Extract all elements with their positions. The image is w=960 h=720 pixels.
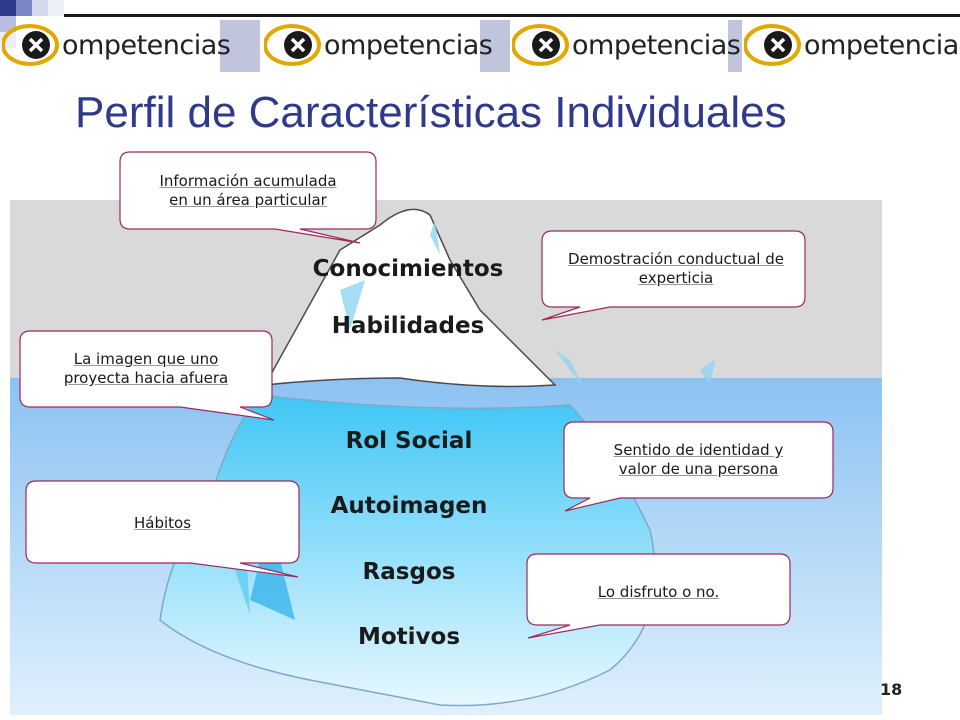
corner-decoration <box>0 0 960 72</box>
brand-wordmark: ompetencias <box>572 30 741 61</box>
label-motivos: Motivos <box>357 624 461 650</box>
page-number: 18 <box>880 680 903 699</box>
brand-logo-4: ompetencias <box>742 20 960 72</box>
brand-logo-2: ompetencias <box>262 20 493 72</box>
page-title: Perfil de Características Individuales <box>75 88 787 137</box>
brand-mark-icon <box>512 24 569 66</box>
brand-wordmark: ompetencias <box>324 30 493 61</box>
brand-logo-3: ompetencias <box>510 20 741 72</box>
brand-mark-icon <box>264 24 321 66</box>
brand-mark-icon <box>744 24 801 66</box>
label-conocimientos: Conocimientos <box>312 256 504 282</box>
brand-mark-icon <box>2 24 59 66</box>
callout-text-rol-social: La imagen que uno proyecta hacia afuera <box>63 350 229 387</box>
label-rasgos: Rasgos <box>362 559 456 585</box>
label-rol-social: Rol Social <box>345 428 473 454</box>
iceberg-tip <box>263 208 557 388</box>
brand-wordmark: ompetencias <box>804 30 960 61</box>
callout-text-autoimagen: Sentido de identidad y valor de una pers… <box>613 441 784 478</box>
callout-text-habilidades: Demostración conductual de experticia <box>568 250 784 287</box>
label-autoimagen: Autoimagen <box>330 493 488 519</box>
brand-logo-1: ompetencias <box>0 20 231 72</box>
callout-text-rasgos: Hábitos <box>133 514 192 532</box>
callout-text-motivos: Lo disfruto o no. <box>597 583 720 601</box>
callout-text-conocimientos: Información acumulada en un área particu… <box>159 172 337 209</box>
label-habilidades: Habilidades <box>331 313 485 339</box>
brand-wordmark: ompetencias <box>62 30 231 61</box>
